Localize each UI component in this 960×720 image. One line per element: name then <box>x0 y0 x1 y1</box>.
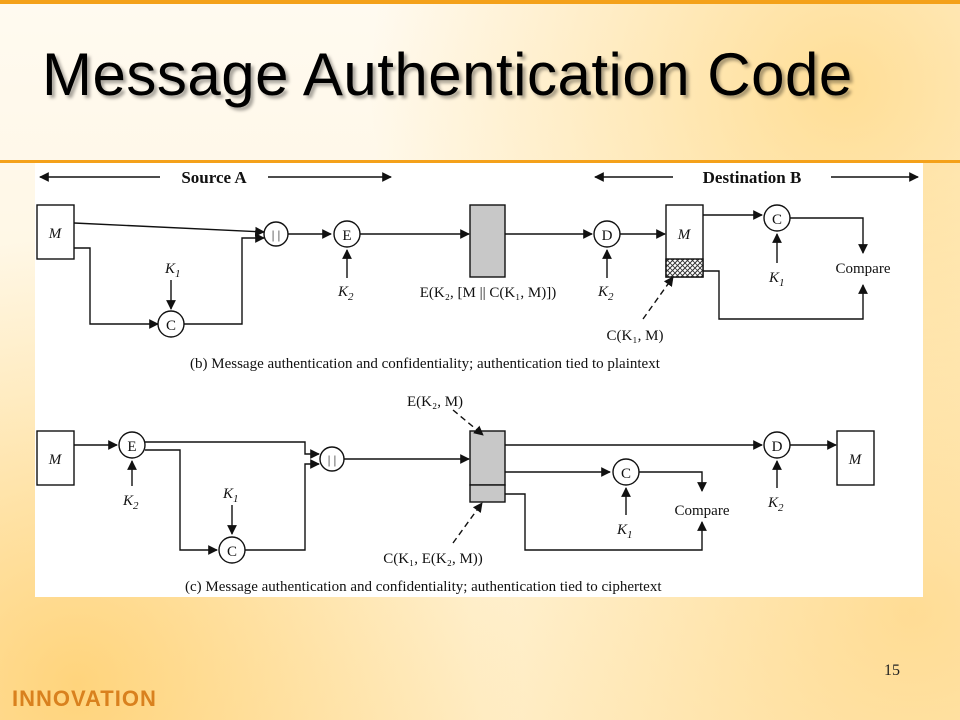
b-dec-label: D <box>602 228 613 244</box>
c-mac-label: C <box>227 544 237 560</box>
title-accent-rule <box>0 160 960 163</box>
b-caption: (b) Message authentication and confident… <box>190 356 661 372</box>
slide-title: Message Authentication Code <box>42 41 853 108</box>
b-k2-enc-label: K2 <box>337 284 354 303</box>
b-compare-label: Compare <box>836 261 891 277</box>
b-mac-field-label: C(K₁, M) <box>607 328 664 344</box>
source-label: Source A <box>181 168 247 187</box>
diagram-panel: Source A Destination B <box>35 163 923 597</box>
b-k1-label: K1 <box>164 261 181 280</box>
c-compare-label: Compare <box>675 503 730 519</box>
destination-label: Destination B <box>703 168 802 187</box>
b-k1-mac2-label: K1 <box>768 270 785 289</box>
b-k2-dec-label: K2 <box>597 284 614 303</box>
b-ciphertext-block <box>469 204 506 278</box>
b-m-out: M <box>677 227 692 243</box>
c-mac2-label: C <box>621 466 631 482</box>
c-m-out: M <box>848 452 863 468</box>
c-k2-enc-label: K2 <box>122 493 139 512</box>
diagram-c-labels: M E K2 K1 C | | E(K₂, M) C(K₁, E(K₂, M))… <box>48 394 863 595</box>
source-header: Source A <box>39 168 392 187</box>
b-message-box <box>36 204 75 260</box>
c-message-box <box>36 430 75 486</box>
b-mac-circle <box>157 310 185 338</box>
c-mac-field-label: C(K₁, E(K₂, M)) <box>383 551 483 567</box>
destination-header: Destination B <box>594 168 919 187</box>
c-ciphertext-block <box>469 430 506 486</box>
b-mac2-label: C <box>772 212 782 228</box>
c-enc-label: E <box>127 439 136 455</box>
b-concat-label: | | <box>272 227 280 242</box>
c-dec-label: D <box>772 439 783 455</box>
b-mac-field <box>665 258 704 278</box>
diagram-b-labels: M | | E C K1 K2 E(K₂, [M || C(K₁, M)]) D… <box>48 212 891 372</box>
b-m-in: M <box>48 226 63 242</box>
c-recovered-message-box <box>836 430 875 486</box>
b-mac-label: C <box>166 318 176 334</box>
c-k1-label: K1 <box>222 486 239 505</box>
c-m-in: M <box>48 452 63 468</box>
b-ciphertext-label: E(K₂, [M || C(K₁, M)]) <box>420 285 556 301</box>
c-mac-block <box>469 484 506 503</box>
diagram-c <box>36 409 875 564</box>
c-caption: (c) Message authentication and confident… <box>185 579 662 595</box>
mac-diagram: Source A Destination B <box>36 168 919 595</box>
footer-logo: INNOVATION <box>12 686 157 711</box>
c-encrypt-circle <box>118 431 146 459</box>
top-accent-rule <box>0 0 960 4</box>
page-number: 15 <box>884 662 900 679</box>
c-ciphertext-label: E(K₂, M) <box>407 394 463 410</box>
c-concat-label: | | <box>328 452 336 467</box>
diagram-b <box>36 204 868 338</box>
b-enc-label: E <box>342 228 351 244</box>
c-k1-mac2-label: K1 <box>616 522 633 541</box>
c-k2-dec-label: K2 <box>767 495 784 514</box>
